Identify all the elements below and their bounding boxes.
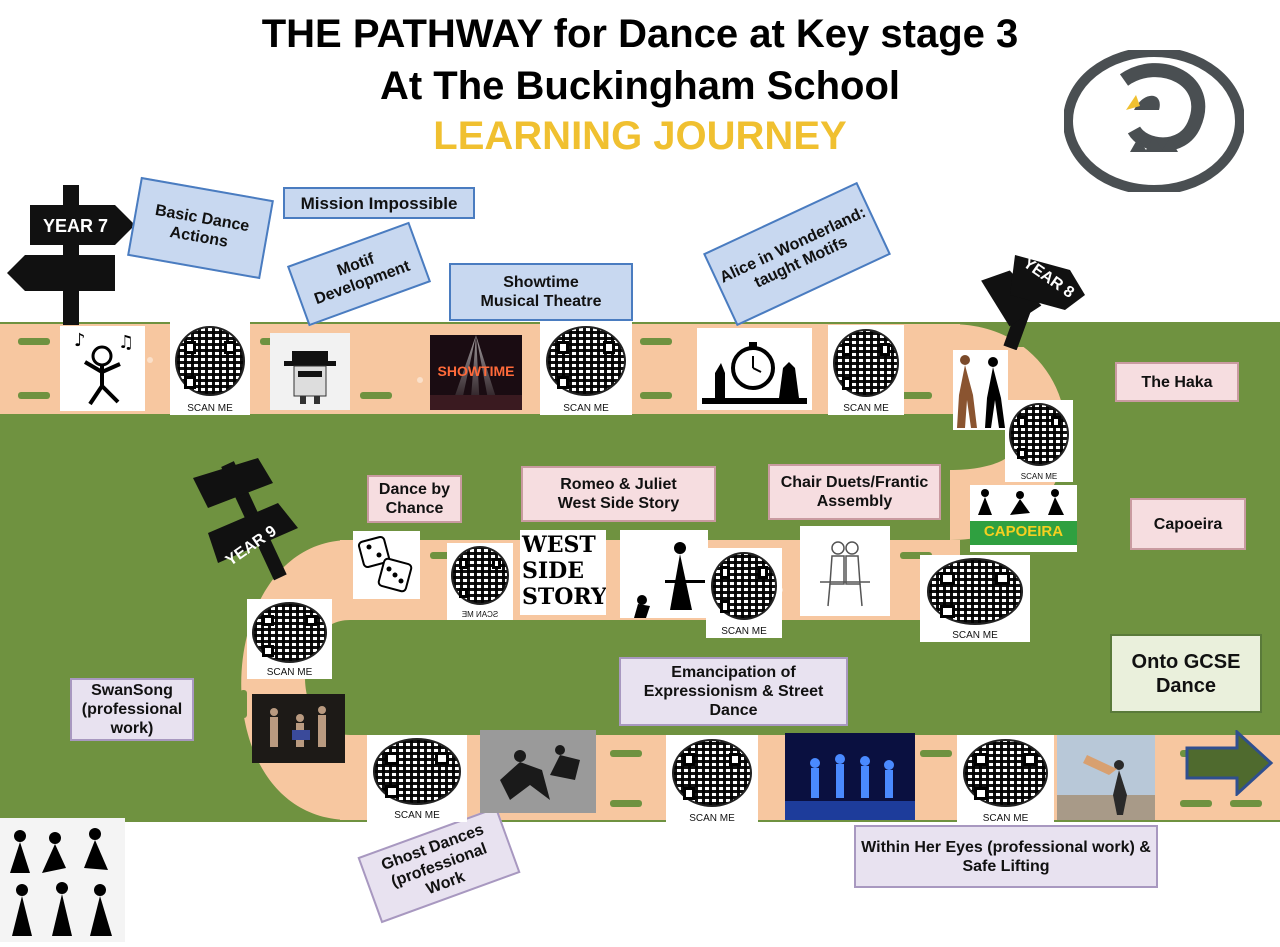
spy-icon [270, 333, 350, 410]
topic-within-her-eyes: Within Her Eyes (professional work) & Sa… [854, 825, 1158, 888]
topic-chair-duets: Chair Duets/Frantic Assembly [768, 464, 941, 520]
qr-code-11[interactable]: SCAN ME [957, 735, 1054, 825]
svg-text:♪: ♪ [74, 330, 86, 351]
alice-clock-image [697, 328, 812, 410]
signpost-year7: YEAR 7 [7, 185, 135, 325]
page-title: THE PATHWAY for Dance at Key stage 3 [261, 12, 1019, 56]
west-side-story-text: WEST SIDE STORY [522, 532, 606, 610]
topic-emancipation: Emancipation of Expressionism & Street D… [619, 657, 848, 726]
right-arrow-icon [1185, 730, 1274, 796]
capoeira-logo-text: CAPOEIRA [983, 523, 1064, 540]
street-dance-image [785, 733, 915, 820]
topic-dance-by-chance: Dance by Chance [367, 475, 462, 523]
signpost-year9: YEAR 9 [193, 458, 298, 581]
qr-code-7[interactable]: SCAN ME [920, 555, 1030, 642]
showtime-image: SHOWTIME [430, 335, 522, 410]
year7-label: YEAR 7 [43, 216, 108, 236]
signpost-year8: YEAR 8 [981, 255, 1085, 350]
swan-crown-logo [1064, 50, 1244, 192]
west-side-story-image: WEST SIDE STORY [520, 530, 606, 615]
within-her-eyes-image [1057, 735, 1155, 820]
qr-code-2[interactable]: SCAN ME [540, 322, 632, 415]
dancing-figure-icon: ♪♫ [60, 326, 145, 411]
dice-icon [353, 531, 420, 599]
qr-code-3[interactable]: SCAN ME [828, 325, 904, 415]
showtime-sign-text: SHOWTIME [437, 363, 515, 379]
qr-code-9[interactable]: SCAN ME [367, 735, 467, 822]
topic-haka: The Haka [1115, 362, 1239, 402]
gcse-box: Onto GCSE Dance [1110, 634, 1262, 713]
qr-code-1[interactable]: SCAN ME [170, 322, 250, 415]
page-heading-journey: LEARNING JOURNEY [433, 114, 847, 158]
topic-capoeira: Capoeira [1130, 498, 1246, 550]
qr-code-8[interactable]: SCAN ME [247, 599, 332, 679]
haka-image [953, 350, 1008, 430]
topic-mission-impossible: Mission Impossible [283, 187, 475, 219]
page-subtitle: At The Buckingham School [379, 64, 901, 108]
swansong-image [252, 694, 345, 763]
svg-text:♫: ♫ [118, 332, 134, 353]
ghost-dances-image [480, 730, 596, 813]
qr-code-4[interactable]: SCAN ME [1005, 400, 1073, 482]
qr-code-10[interactable]: SCAN ME [666, 735, 758, 825]
chair-duet-image [800, 526, 890, 616]
capoeira-image: CAPOEIRA [970, 485, 1077, 552]
topic-swansong: SwanSong (professional work) [70, 678, 194, 741]
topic-romeo-juliet: Romeo & Juliet West Side Story [521, 466, 716, 522]
qr-code-5[interactable]: SCAN ME [447, 543, 513, 620]
dancers-silhouettes-image [0, 818, 125, 942]
topic-showtime: Showtime Musical Theatre [449, 263, 633, 321]
romeo-juliet-image [620, 530, 708, 618]
qr-code-6[interactable]: SCAN ME [706, 548, 782, 638]
